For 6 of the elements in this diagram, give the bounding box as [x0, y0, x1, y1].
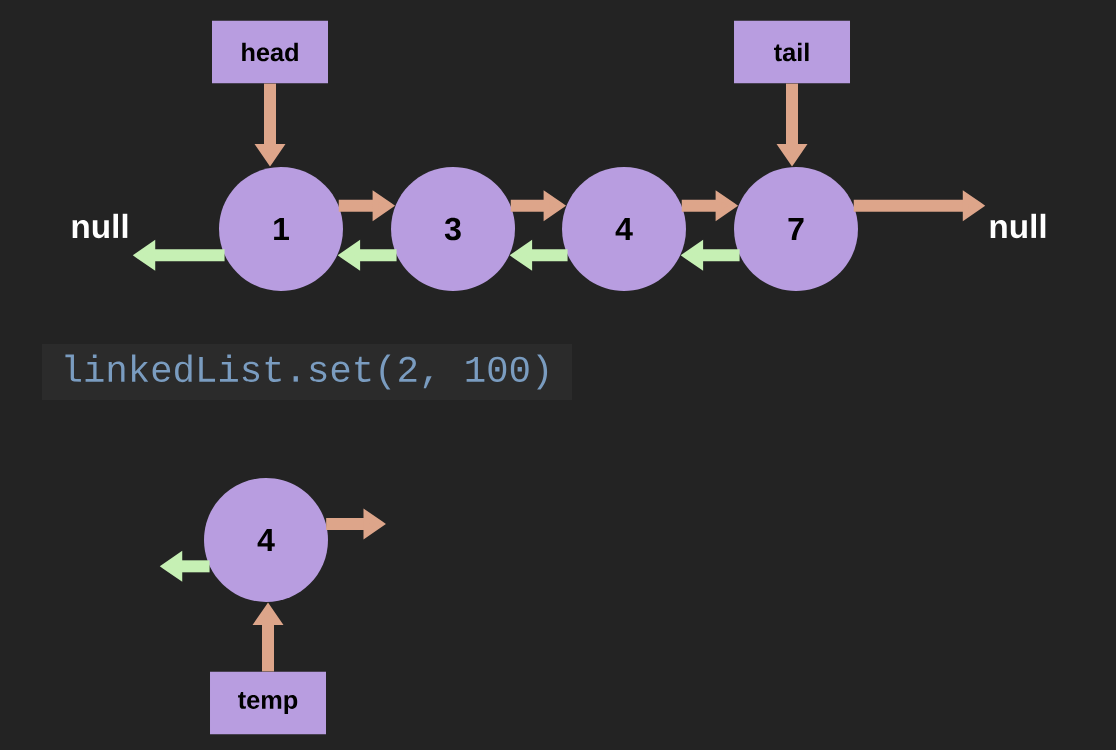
- label-box: temp: [210, 671, 326, 735]
- null-text: null: [72, 213, 128, 239]
- null-text: null: [990, 213, 1046, 239]
- code-snippet: linkedList.set(2, 100): [41, 343, 573, 401]
- label-box: tail: [734, 20, 850, 84]
- label-box: head: [212, 20, 328, 84]
